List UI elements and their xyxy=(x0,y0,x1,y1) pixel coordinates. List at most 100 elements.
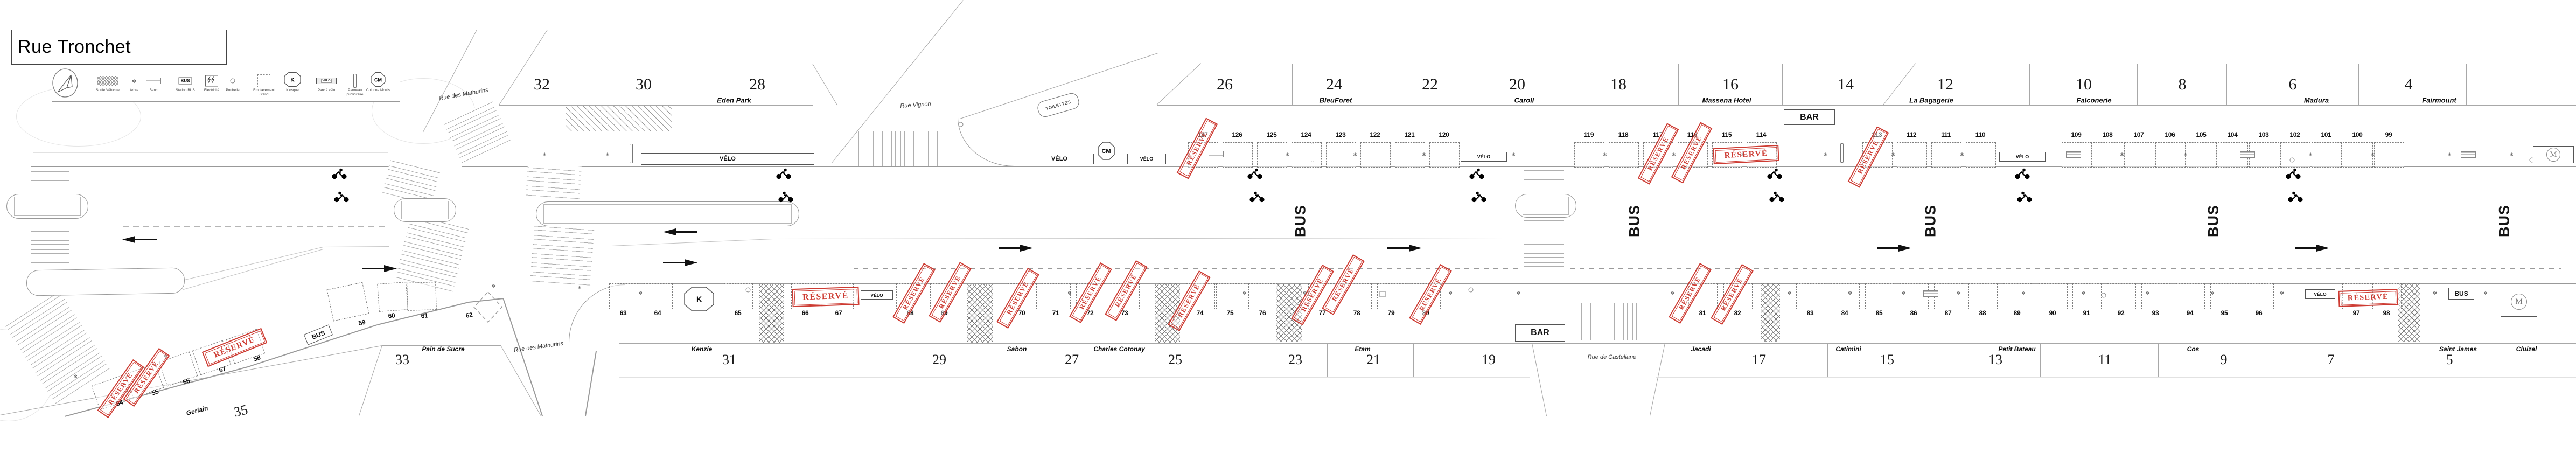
bar-box: BAR xyxy=(1515,324,1565,342)
stall-diagonal xyxy=(326,282,369,322)
building-number-9: 9 xyxy=(2220,352,2228,367)
stall-number: 107 xyxy=(2133,131,2144,138)
stall-number: 79 xyxy=(1387,309,1395,317)
building-separator xyxy=(1327,343,1328,377)
building-number-13: 13 xyxy=(1988,352,2002,367)
stall-124 xyxy=(1292,142,1322,168)
building-number-7: 7 xyxy=(2327,352,2335,367)
bicycle-icon xyxy=(333,191,350,206)
stall-126 xyxy=(1223,142,1253,168)
lane-arrow-right xyxy=(362,265,397,275)
legend-item-label: Sortie Véhicule xyxy=(96,88,120,92)
trash-circle-icon xyxy=(2289,157,2295,163)
stall-number: 84 xyxy=(1841,309,1848,317)
stall-number: 112 xyxy=(1906,131,1917,138)
building-number-5: 5 xyxy=(2446,352,2453,367)
stall-71 xyxy=(1042,283,1071,309)
building-separator xyxy=(1678,64,1679,105)
velo-parking-box: VÉLO xyxy=(1461,152,1507,162)
building-separator xyxy=(1827,343,1828,377)
building-number-8: 8 xyxy=(2178,75,2187,93)
stall-number: 78 xyxy=(1353,309,1360,317)
stand-diamond-outline xyxy=(473,291,503,326)
stall-number: 108 xyxy=(2102,131,2113,138)
tree-icon: ✻ xyxy=(1516,291,1520,296)
stall-number: 100 xyxy=(2352,131,2363,138)
road-line xyxy=(1157,105,2576,106)
road-line xyxy=(185,247,324,281)
tree-icon: ✻ xyxy=(1067,291,1072,296)
building-separator xyxy=(2040,343,2041,377)
stall-122 xyxy=(1360,142,1391,168)
building-separator xyxy=(2029,64,2030,105)
stall-88 xyxy=(1968,283,1998,309)
tree-icon: ✻ xyxy=(1448,291,1453,296)
reserved-stamp: RÉSERVÉ xyxy=(1713,144,1779,165)
tree-icon: ✻ xyxy=(1848,291,1852,296)
stall-number: 111 xyxy=(1941,131,1951,138)
building-separator xyxy=(2226,64,2227,105)
stall-number: 87 xyxy=(1944,309,1952,317)
stall-111 xyxy=(1931,142,1961,168)
street-name-label: Rue des Mathurins xyxy=(513,340,564,354)
bench-icon xyxy=(2461,151,2476,158)
building-number-26: 26 xyxy=(1217,75,1233,93)
tree-icon: ✻ xyxy=(1891,152,1895,158)
stall-number: 95 xyxy=(2221,309,2228,317)
building-name: Gerlain xyxy=(185,404,209,417)
svg-text:CM: CM xyxy=(1101,148,1111,155)
billboard-icon xyxy=(630,144,633,163)
bicycle-icon xyxy=(1468,168,1485,183)
stall-number: 119 xyxy=(1583,131,1594,138)
stall-87 xyxy=(1934,283,1963,309)
metro-entrance-box: M xyxy=(2501,287,2537,317)
velo-box-icon: VÉLO xyxy=(316,78,337,84)
velo-parking-box: VÉLO xyxy=(1999,152,2046,162)
tree-icon: ✻ xyxy=(2308,152,2313,158)
bicycle-icon xyxy=(2014,168,2031,183)
building-separator xyxy=(2137,64,2138,105)
bicycle-icon xyxy=(2285,168,2302,183)
stall-125 xyxy=(1257,142,1287,168)
bus-stop-box: BUS xyxy=(2448,288,2474,300)
crosshatch-zone xyxy=(1761,283,1780,342)
tree-icon: ✻ xyxy=(1787,291,1791,296)
building-name: Massena Hotel xyxy=(1702,96,1751,105)
stall-number: 102 xyxy=(2289,131,2300,138)
stall-93 xyxy=(2141,283,2170,309)
stall-number: 82 xyxy=(1734,309,1741,317)
building-name: Madura xyxy=(2303,96,2329,105)
curb-corner-arc xyxy=(958,117,1014,166)
tree-icon: ✻ xyxy=(2183,152,2188,158)
stall-number: 109 xyxy=(2071,131,2082,138)
building-name: La Bagagerie xyxy=(1909,96,1953,105)
tree-icon: ✻ xyxy=(1671,291,1675,296)
stall-diagonal xyxy=(407,282,437,311)
bicycle-icon xyxy=(1768,191,1785,206)
morris-column-icon: CM xyxy=(1097,141,1115,163)
stall-76 xyxy=(1248,283,1277,309)
billboard-icon xyxy=(353,74,357,88)
bus-lane-marking: BUS xyxy=(1292,204,1309,238)
road-line xyxy=(359,345,382,416)
road-line xyxy=(619,283,2576,284)
stall-85 xyxy=(1865,283,1894,309)
stall-118 xyxy=(1609,142,1639,168)
stall-108 xyxy=(2093,142,2123,168)
stall-112 xyxy=(1897,142,1927,168)
tree-icon: ✻ xyxy=(2433,291,2437,296)
bar-box: BAR xyxy=(1784,109,1835,125)
stall-75 xyxy=(1216,283,1245,309)
stall-number: 85 xyxy=(1875,309,1883,317)
building-number-28: 28 xyxy=(749,75,765,93)
road-line xyxy=(1650,343,1665,416)
tree-icon: ✻ xyxy=(2370,152,2375,158)
legend-item-label: Banc xyxy=(149,88,158,92)
tree-icon: ✻ xyxy=(1957,291,1961,296)
svg-text:K: K xyxy=(696,295,702,303)
building-name: Kenzie xyxy=(691,345,713,353)
bicycle-icon xyxy=(1470,191,1488,206)
stall-number: 101 xyxy=(2321,131,2331,138)
bench-icon xyxy=(146,78,161,84)
